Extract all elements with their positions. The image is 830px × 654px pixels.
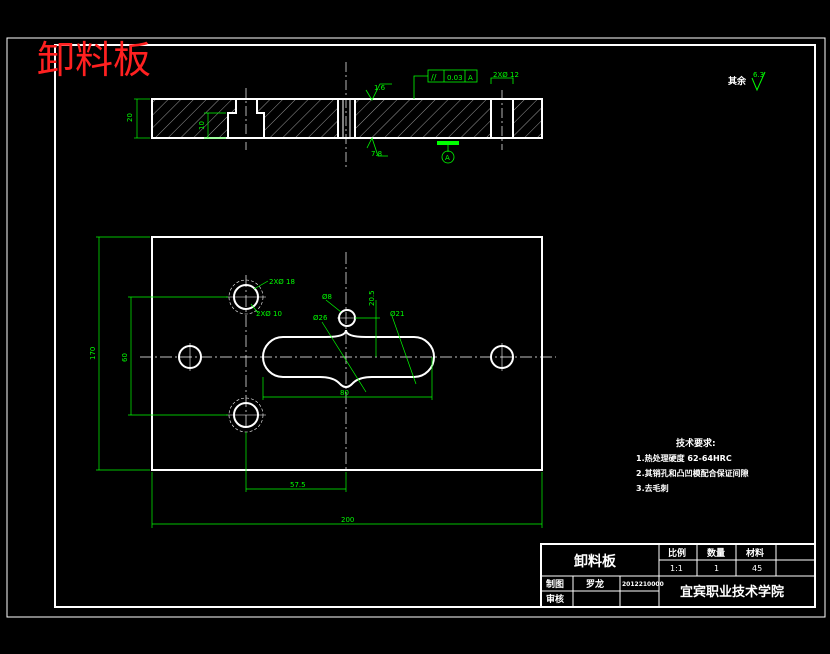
dia-left: Ø26 (313, 314, 328, 322)
callout-pins-2: 2XØ 10 (256, 310, 282, 318)
inner-frame (54, 44, 816, 608)
roughness-symbol-icon (751, 71, 766, 92)
scale-value: 1:1 (670, 564, 683, 573)
drawn-name: 罗龙 (586, 578, 604, 590)
dim-slot-width: 80 (340, 389, 349, 397)
dim-pocket: 10 (198, 121, 206, 130)
drawing-no: 2012210000 (622, 581, 664, 588)
dim-height: 170 (89, 347, 97, 360)
roughness-bottom: 7.8 (371, 150, 382, 158)
surface-note-value: 6.3 (753, 71, 764, 79)
plan-view (96, 236, 556, 528)
material-value: 45 (752, 564, 762, 573)
dia-right: Ø21 (390, 310, 404, 318)
qty-label: 数量 (707, 547, 725, 559)
drawn-label: 制图 (546, 578, 564, 590)
dim-hole-pitch: 60 (121, 353, 129, 362)
material-label: 材料 (745, 547, 764, 559)
roughness-top: 1.6 (374, 84, 386, 92)
scale-label: 比例 (668, 547, 686, 559)
dim-width: 200 (341, 516, 354, 524)
overlay-title: 卸料板 (37, 38, 151, 82)
tolerance-symbol: // (431, 73, 437, 82)
tech-item-1: 1.热处理硬度 62-64HRC (636, 453, 732, 463)
dia-small: Ø8 (322, 293, 332, 301)
datum-label: A (445, 154, 450, 162)
tolerance-value: 0.03 (447, 74, 463, 82)
side-view (134, 62, 543, 170)
dim-offset: 57.5 (290, 481, 306, 489)
tech-item-2: 2.其销孔和凸凹模配合保证间隙 (636, 468, 749, 478)
title-block (540, 543, 816, 608)
hole-callout-side: 2XØ 12 (493, 71, 519, 79)
check-label: 审核 (546, 593, 564, 605)
qty-value: 1 (714, 564, 719, 573)
callout-pins-1: 2XØ 18 (269, 278, 295, 286)
dim-center: 20.5 (368, 290, 376, 306)
outer-frame (6, 37, 826, 618)
tech-heading: 技术要求: (676, 437, 716, 449)
tolerance-datum: A (468, 74, 473, 82)
part-name: 卸料板 (574, 553, 617, 570)
surface-note-label: 其余 (728, 75, 747, 87)
dim-thickness: 20 (126, 113, 134, 122)
tech-item-3: 3.去毛刺 (636, 483, 669, 493)
school-name: 宜宾职业技术学院 (680, 584, 784, 600)
